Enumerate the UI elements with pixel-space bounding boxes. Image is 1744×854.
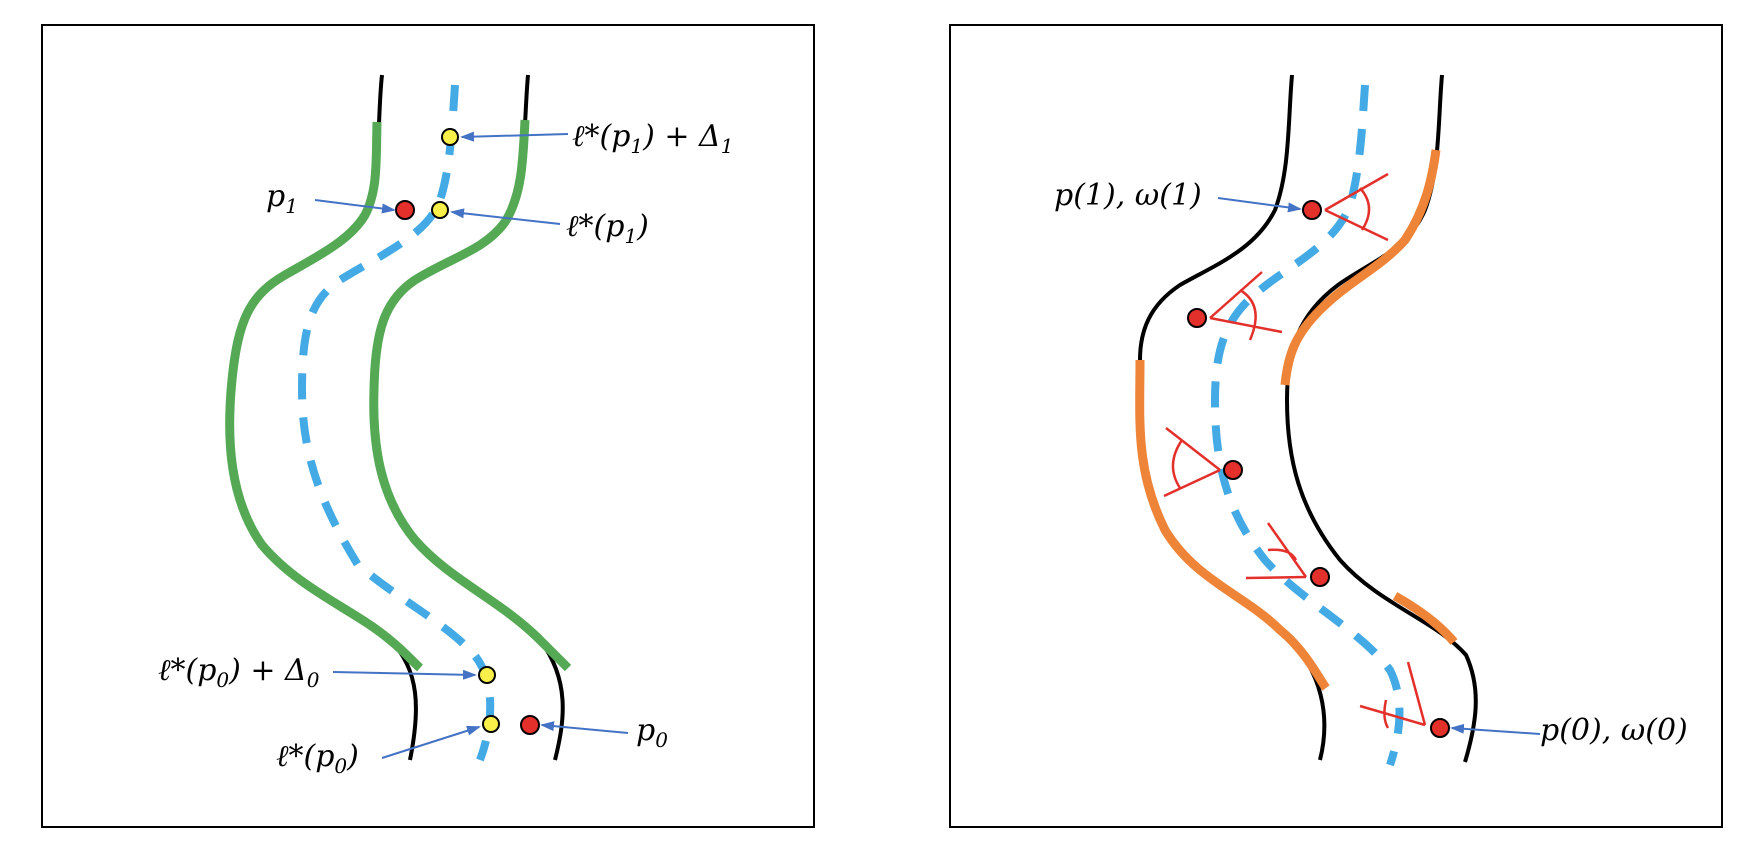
heading-marker-3 (1163, 427, 1221, 498)
left-lane-center-line (297, 84, 495, 762)
end-pose-label: p(1), ω(1) (1054, 178, 1202, 213)
heading-marker-end (1324, 172, 1389, 242)
p0-label: p0 (636, 713, 668, 752)
violation-segment-left-middle (1135, 359, 1330, 691)
pose-point-start (1430, 718, 1450, 738)
pose-point-2 (1187, 308, 1207, 328)
pose-point-end (1302, 200, 1322, 220)
p0-arrow (540, 721, 629, 734)
pose-point-3 (1223, 460, 1243, 480)
right-panel: p(1), ω(1) p(0), ω(0) (949, 24, 1723, 828)
ell-p1-label: ℓ*(p1) (566, 209, 649, 248)
ell-p1-delta-arrow (460, 131, 569, 142)
heading-marker-4 (1245, 522, 1308, 580)
heading-marker-2 (1209, 271, 1283, 341)
left-lane-boundary-left-highlight (225, 121, 424, 672)
p0-point (520, 715, 540, 735)
ell-p0-delta-label: ℓ*(p0) + Δ0 (158, 653, 320, 692)
ell-p1-delta-label: ℓ*(p1) + Δ1 (572, 119, 733, 158)
ell-p1-delta-point (441, 128, 459, 146)
heading-marker-start (1359, 661, 1427, 729)
violation-segment-right-lower (1392, 592, 1458, 645)
p1-label: p1 (266, 179, 298, 218)
right-lane-center-line (1210, 84, 1404, 767)
left-panel: p1 ℓ*(p1) + Δ1 ℓ*(p1) ℓ*(p0) + Δ0 ℓ*(p0)… (41, 24, 815, 828)
ell-p1-point (431, 201, 449, 219)
left-lane-boundary-right-highlight (369, 119, 572, 672)
end-pose-arrow (1217, 197, 1302, 213)
right-panel-frame (949, 24, 1723, 828)
left-panel-frame (41, 24, 815, 828)
ell-p0-point (482, 715, 500, 733)
pose-point-4 (1310, 567, 1330, 587)
ell-p0-delta-point (478, 666, 496, 684)
ell-p0-label: ℓ*(p0) (276, 739, 359, 778)
start-pose-arrow (1450, 723, 1541, 735)
start-pose-label: p(0), ω(0) (1540, 713, 1688, 748)
ell-p0-delta-arrow (332, 669, 477, 680)
p1-point (395, 200, 415, 220)
ell-p0-arrow (381, 725, 481, 759)
p1-arrow (314, 199, 396, 214)
ell-p1-arrow (450, 208, 561, 225)
violation-segment-right-upper (1280, 149, 1441, 386)
